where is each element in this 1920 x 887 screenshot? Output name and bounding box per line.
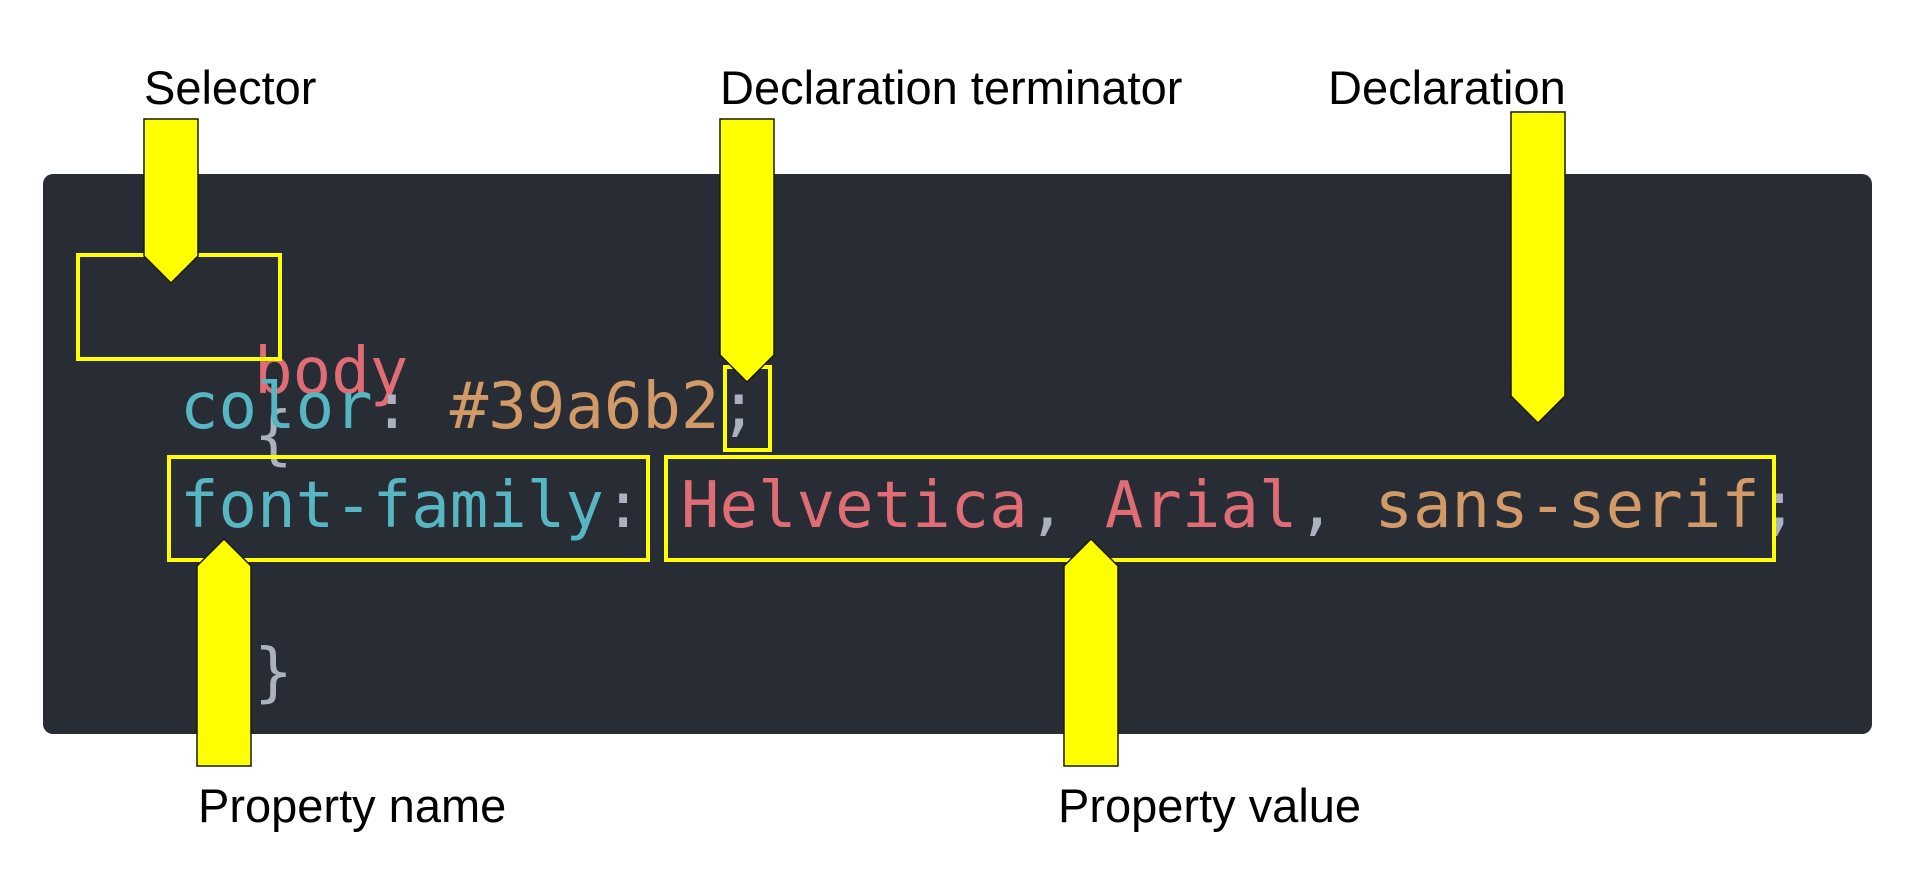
arrow-down-terminator (719, 118, 775, 384)
code-value-arial: Arial (1104, 469, 1298, 543)
code-value-color: #39a6b2 (449, 370, 720, 444)
code-colon: : (603, 469, 643, 543)
code-property-color: color (180, 370, 373, 444)
arrow-up-property-name (196, 537, 252, 767)
code-line-3: font-family: Helvetica, Arial, sans-seri… (180, 474, 1798, 538)
arrow-down-selector (143, 118, 199, 285)
code-line-2: color: #39a6b2; (180, 375, 758, 439)
code-property-font-family: font-family (180, 469, 604, 543)
highlight-property-name (167, 455, 650, 562)
code-comma: , (1027, 469, 1067, 543)
label-property-name: Property name (198, 779, 507, 832)
code-value-helvetica: Helvetica (680, 469, 1028, 543)
code-comma: , (1297, 469, 1336, 543)
label-declaration-terminator: Declaration terminator (720, 61, 1183, 114)
arrow-up-property-value (1063, 537, 1119, 767)
label-selector: Selector (144, 61, 317, 114)
label-declaration: Declaration (1328, 61, 1566, 114)
code-panel (43, 174, 1872, 734)
code-close-brace: } (254, 636, 293, 710)
highlight-property-value (664, 455, 1776, 562)
code-semicolon: ; (1759, 469, 1799, 543)
code-value-sans-serif: sans-serif (1374, 469, 1760, 543)
code-colon: : (372, 370, 412, 444)
label-property-value: Property value (1058, 779, 1362, 832)
arrow-down-declaration (1510, 111, 1566, 425)
code-line-4: } (100, 577, 293, 769)
